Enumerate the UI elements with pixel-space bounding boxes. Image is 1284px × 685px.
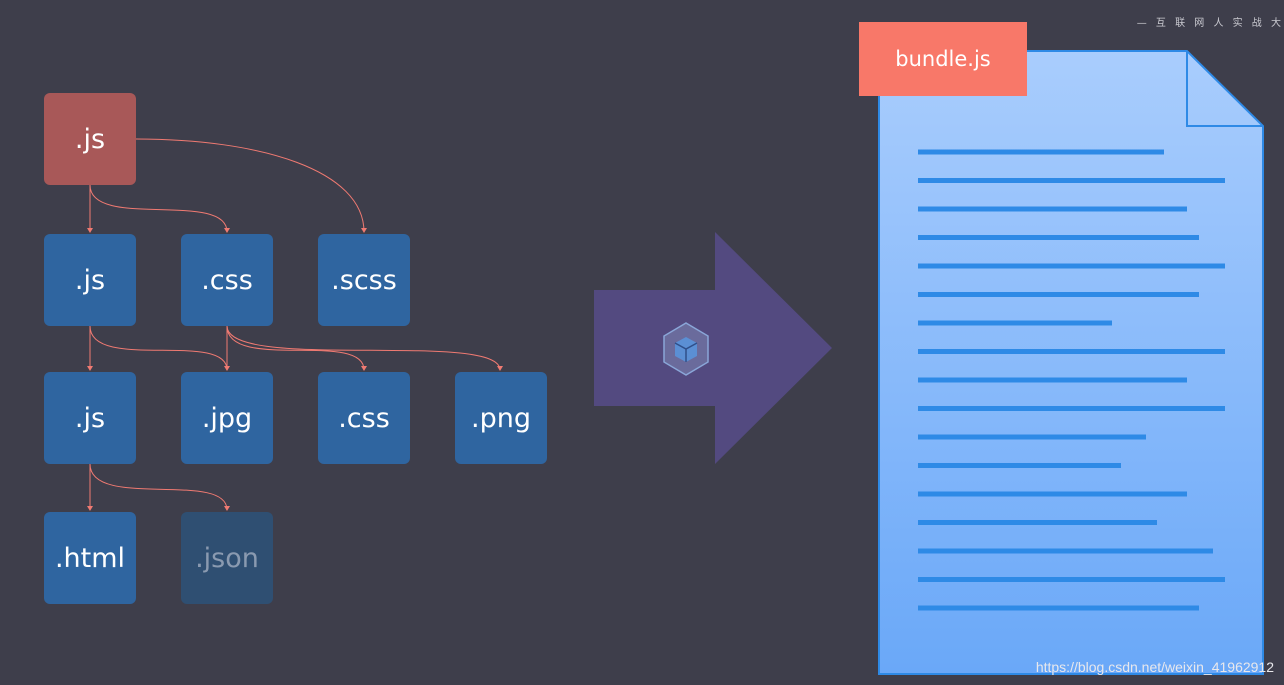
node-scss: .scss — [318, 234, 410, 326]
node-css-child: .css — [318, 372, 410, 464]
node-html: .html — [44, 512, 136, 604]
webpack-cube-icon — [663, 322, 709, 376]
edge-root-to-css — [89, 184, 228, 233]
node-css: .css — [181, 234, 273, 326]
bundle-document — [878, 50, 1264, 675]
edge-css-to-css — [226, 325, 365, 371]
edge-root-to-scss — [135, 138, 365, 233]
node-js-child: .js — [44, 372, 136, 464]
arrowhead — [224, 366, 230, 371]
arrowhead — [224, 506, 230, 511]
edge-js-to-json — [89, 463, 228, 511]
node-png: .png — [455, 372, 547, 464]
arrowhead — [224, 228, 230, 233]
edge-css-to-png — [226, 325, 501, 371]
node-root-js: .js — [44, 93, 136, 185]
corner-text: — 互 联 网 人 实 战 大 — [1136, 18, 1284, 29]
node-js: .js — [44, 234, 136, 326]
bundle-label: bundle.js — [859, 22, 1027, 96]
dependency-edges — [87, 138, 503, 511]
node-json: .json — [181, 512, 273, 604]
bundle-arrow — [594, 232, 832, 464]
watermark: https://blog.csdn.net/weixin_41962912 — [1035, 659, 1274, 675]
arrowhead — [87, 506, 93, 511]
edge-js-to-jpg — [89, 325, 228, 371]
arrowhead — [361, 228, 367, 233]
arrowhead — [361, 366, 367, 371]
arrowhead — [87, 228, 93, 233]
arrowhead — [497, 366, 503, 371]
arrowhead — [87, 366, 93, 371]
node-jpg: .jpg — [181, 372, 273, 464]
